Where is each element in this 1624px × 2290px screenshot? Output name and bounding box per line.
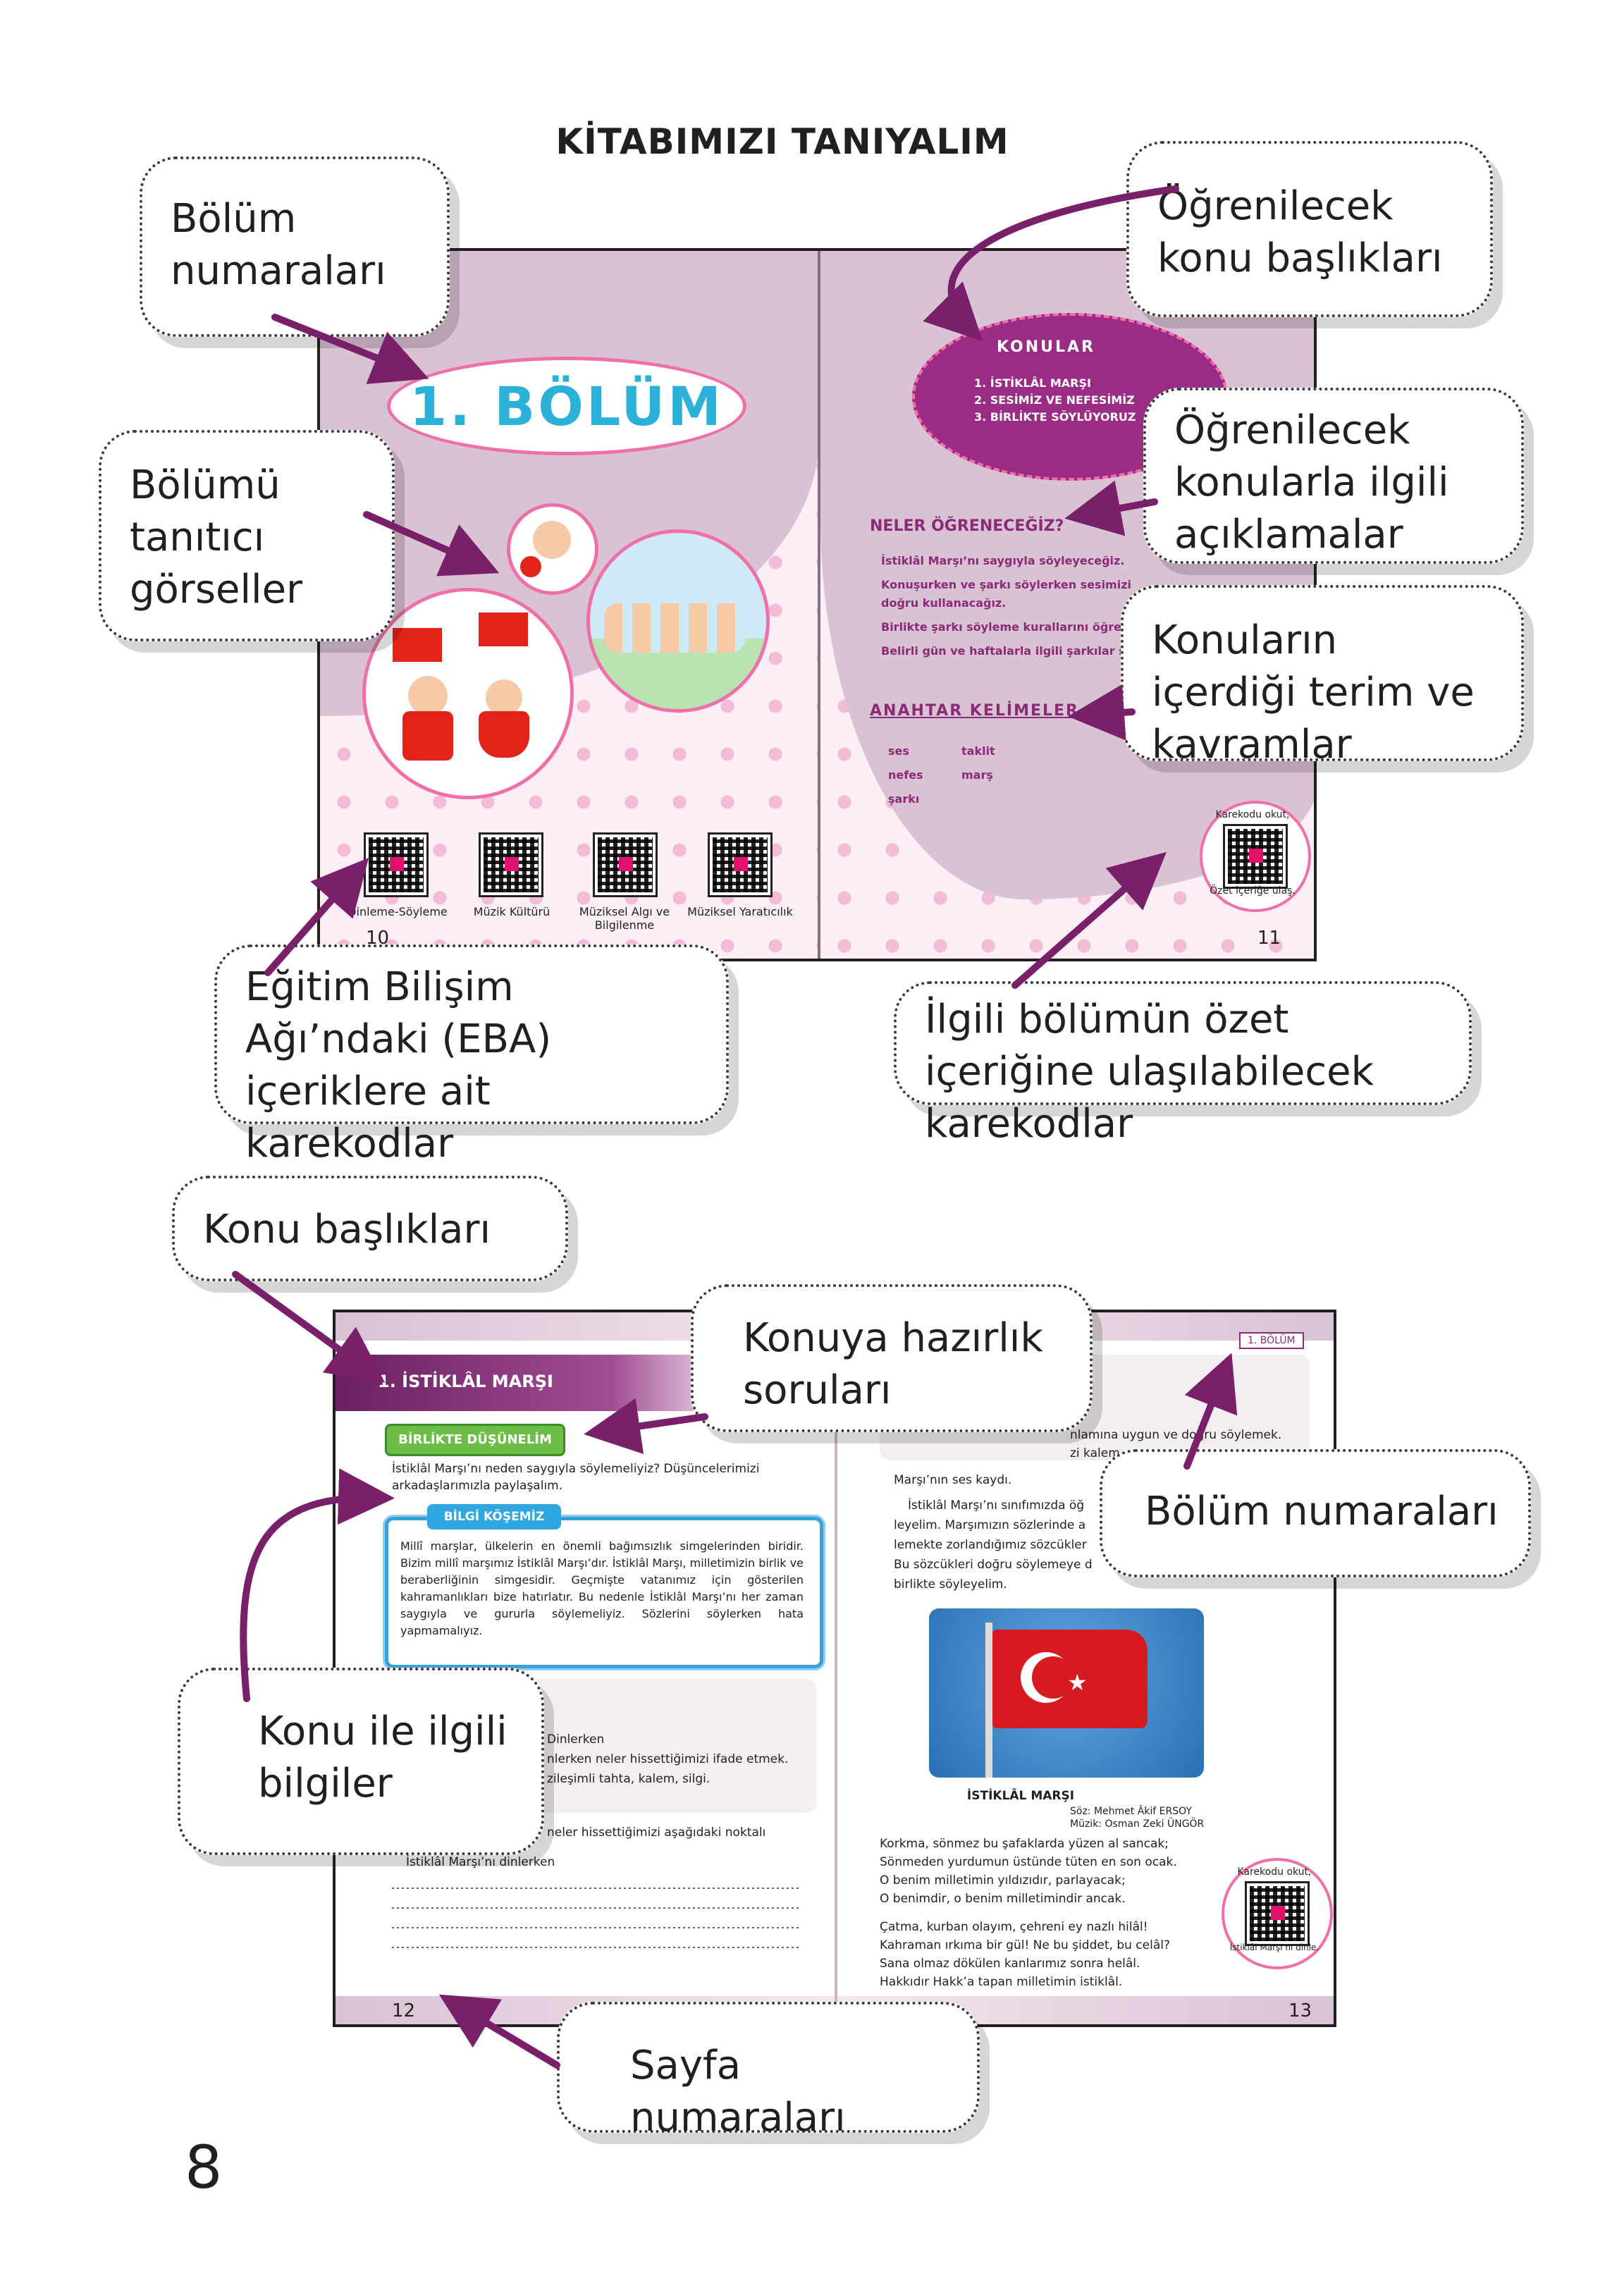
karekod-top-text: Karekodu okut,: [1215, 809, 1290, 820]
karekod-bottom-text: Özet içeriğe ulaş.: [1210, 885, 1296, 897]
right-text: leyelim. Marşımızın sözlerinde a: [894, 1518, 1086, 1532]
neler-item: Birlikte şarkı söyleme kurallarını öğren…: [881, 620, 1174, 634]
konu-item: 2. SESİMİZ VE NEFESİMİZ: [974, 393, 1135, 407]
etkinlik-text: Dinlerken: [547, 1732, 605, 1747]
qr-code[interactable]: [708, 832, 773, 897]
fill-prompt: İstiklâl Marşı’nı dinlerken: [406, 1855, 555, 1869]
anahtar-item: nefes: [888, 768, 923, 782]
soz-credit: Söz: Mehmet Âkif ERSOY: [1070, 1806, 1192, 1817]
etkinlik-text: nlerken neler hissettiğimizi ifade etmek…: [547, 1752, 789, 1766]
qr-code[interactable]: [593, 832, 658, 897]
qr-code[interactable]: [1245, 1881, 1310, 1946]
neler-item: İstiklâl Marşı’nı saygıyla söyleyeceğiz.: [881, 554, 1125, 567]
karekod-bottom-text: İstiklâl Marşı’nı dinle.: [1229, 1943, 1320, 1952]
anahtar-item: şarkı: [888, 792, 920, 806]
qr-code[interactable]: [479, 832, 543, 897]
bilgi-text: Millî marşlar, ülkelerin en önemli bağım…: [400, 1539, 804, 1637]
konular-title: KONULAR: [997, 338, 1096, 356]
callout-bilgiler: Konu ile ilgili bilgiler: [178, 1668, 544, 1855]
song-title: İSTİKLÂL MARŞI: [966, 1789, 1075, 1803]
etkinlik-text: zileşimli tahta, kalem, silgi.: [547, 1772, 710, 1786]
istiklal-karekod[interactable]: [1222, 1858, 1333, 1969]
book-spread-2: 1. İSTİKLÂL MARŞI BİRLİKTE DÜŞÜNELİM İst…: [333, 1310, 1336, 2027]
flag-kids-illustration: [362, 588, 574, 799]
callout-konu-basliklari: Konu başlıkları: [172, 1176, 568, 1281]
callout-sayfa: Sayfa numaraları: [557, 2002, 980, 2141]
dotted-answer-lines[interactable]: [392, 1869, 801, 1961]
callout-terim: Konuların içerdiği terim ve kavramlar: [1121, 585, 1524, 768]
verse-line: Hakkıdır Hakk’a tapan milletimin istiklâ…: [880, 1975, 1123, 1989]
turkish-flag-image: ★: [929, 1608, 1204, 1778]
callout-bolum-numaralari-2: Bölüm numaraları: [1100, 1449, 1531, 1577]
verse-line: O benimdir, o benim milletimindir ancak.: [880, 1892, 1126, 1906]
qr-code[interactable]: [364, 832, 429, 897]
page-number: 11: [1257, 928, 1281, 949]
verse-line: Sana olmaz dökülen kanlarımız sonra helâ…: [880, 1957, 1140, 1971]
anahtar-item: marş: [961, 768, 993, 782]
chapter-tag: 1. BÖLÜM: [1239, 1332, 1304, 1349]
verse-line: Korkma, sönmez bu şafaklarda yüzen al sa…: [880, 1837, 1169, 1851]
callout-ogrenilecek-konu: Öğrenilecek konu başlıkları: [1126, 141, 1493, 317]
callout-bolumu-tanitici: Bölümü tanıtıcı görseller: [99, 430, 395, 641]
topic-title-bar: 1. İSTİKLÂL MARŞI: [336, 1355, 730, 1411]
bilgi-kosemiz-box: [385, 1517, 823, 1668]
right-text: Marşı’nın ses kaydı.: [894, 1473, 1012, 1487]
qr-label: Müziksel Algı ve Bilgilenme: [579, 905, 670, 932]
muzik-credit: Müzik: Osman Zeki ÜNGÖR: [1070, 1818, 1205, 1830]
bolum-logo: 1. BÖLÜM: [387, 357, 746, 455]
page-heading: KİTABIMIZI TANIYALIM: [555, 121, 1009, 162]
qr-code[interactable]: [1223, 824, 1288, 889]
callout-hazirlik: Konuya hazırlık soruları: [691, 1284, 1093, 1432]
callout-bolum-numaralari: Bölüm numaraları: [140, 156, 450, 337]
birlikte-dusunelim-badge: BİRLİKTE DÜŞÜNELİM: [385, 1424, 565, 1456]
neler-title: NELER ÖĞRENECEĞİZ?: [870, 517, 1064, 535]
birlikte-text: İstiklâl Marşı’nı neden saygıyla söyleme…: [392, 1462, 760, 1493]
callout-ozet: İlgili bölümün özet içeriğine ulaşılabil…: [894, 981, 1472, 1147]
right-text: Bu sözcükleri doğru söylemeye d: [894, 1558, 1093, 1572]
qr-label: Müziksel Yaratıcılık: [687, 905, 793, 918]
callout-aciklamalar: Öğrenilecek konularla ilgili açıklamalar: [1143, 388, 1524, 564]
spread2-right-page: 1. BÖLÜM nlamına uygun ve doğru söylemek…: [837, 1312, 1334, 2024]
verse-line: Sönmeden yurdumun üstünde tüten en son o…: [880, 1855, 1177, 1869]
right-text: nlamına uygun ve doğru söylemek.: [1070, 1428, 1282, 1442]
verse-line: Çatma, kurban olayım, çehreni ey nazlı h…: [880, 1920, 1148, 1934]
right-text: İstiklâl Marşı’nı sınıfımızda öğ: [908, 1498, 1085, 1513]
right-text: lemekte zorlandığımız sözcükler: [894, 1538, 1087, 1552]
etkinlik-text: neler hissettiğimizi aşağıdaki noktalı: [547, 1826, 766, 1840]
qr-label: Dinleme-Söyleme: [347, 905, 448, 918]
page-number: 12: [392, 2000, 416, 2021]
verse-line: O benim milletimin yıldızıdır, parlayaca…: [880, 1873, 1126, 1888]
neler-item: doğru kullanacağız.: [881, 596, 1007, 610]
page-number: 8: [185, 2133, 223, 2202]
right-text: zi kalem: [1070, 1446, 1120, 1460]
book-spread-1: 1. BÖLÜM Dinleme-Söyleme Müzik Kültürü M…: [317, 248, 1317, 961]
anahtar-title: ANAHTAR KELİMELER: [870, 702, 1079, 720]
spread2-left-page: 1. İSTİKLÂL MARŞI BİRLİKTE DÜŞÜNELİM İst…: [336, 1312, 836, 2024]
anahtar-item: taklit: [961, 744, 995, 758]
girl-illustration: [507, 503, 598, 595]
neler-item: Konuşurken ve şarkı söylerken sesimizi: [881, 578, 1132, 591]
callout-eba: Eğitim Bilişim Ağı’ndaki (EBA) içerikler…: [214, 944, 729, 1166]
konu-item: 1. İSTİKLÂL MARŞI: [974, 376, 1091, 390]
spread1-right-page: KONULAR 1. İSTİKLÂL MARŞI 2. SESİMİZ VE …: [820, 251, 1314, 959]
karekod-top-text: Karekodu okut,: [1237, 1866, 1312, 1878]
anahtar-item: ses: [888, 744, 909, 758]
music-class-illustration: [586, 529, 770, 713]
konu-item: 3. BİRLİKTE SÖYLÜYORUZ: [974, 410, 1136, 424]
page-number: 13: [1288, 2000, 1312, 2021]
bilgi-kosemiz-badge: BİLGİ KÖŞEMİZ: [427, 1504, 561, 1529]
verse-line: Kahraman ırkıma bir gül! Ne bu şiddet, b…: [880, 1938, 1170, 1952]
qr-label: Müzik Kültürü: [473, 905, 550, 918]
right-text: birlikte söyleyelim.: [894, 1577, 1007, 1592]
